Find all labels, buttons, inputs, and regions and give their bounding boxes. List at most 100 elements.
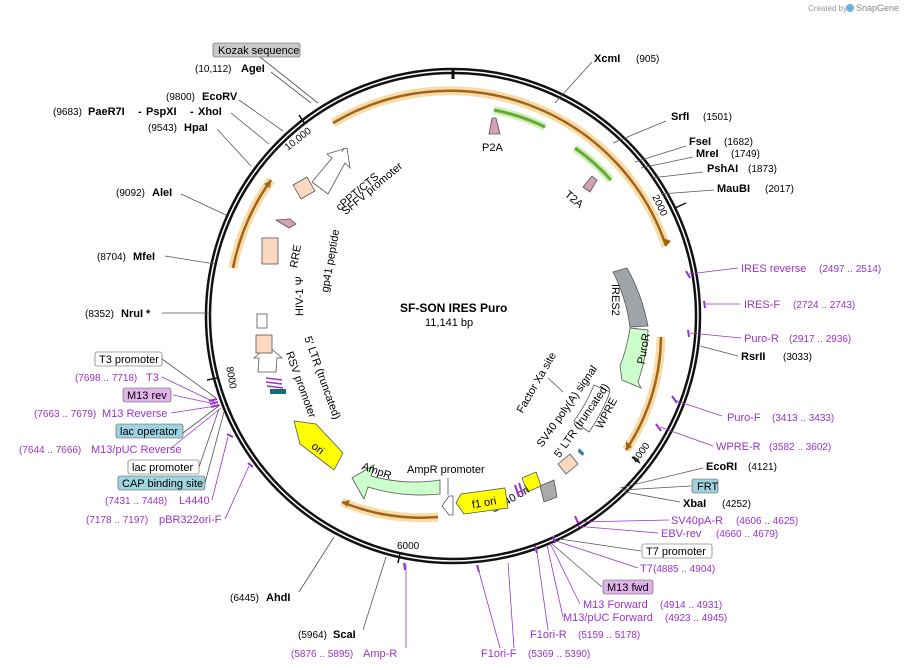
site-mfei[interactable]: MfeI xyxy=(133,251,155,263)
site-pshai[interactable]: PshAI xyxy=(707,163,738,175)
site-nrui-pos: (8352) xyxy=(85,309,114,320)
feature-t2a[interactable]: T2A xyxy=(562,189,586,212)
box-m13-rev[interactable] xyxy=(122,387,172,403)
credit-brand: SnapGene xyxy=(856,3,899,13)
lac-marker xyxy=(270,389,286,394)
snapgene-logo-icon xyxy=(846,4,854,12)
site-ahdi[interactable]: AhdI xyxy=(266,592,290,604)
box-lac-operator[interactable] xyxy=(115,423,184,439)
box-cap-binding[interactable] xyxy=(117,475,206,491)
site-agei[interactable]: AgeI xyxy=(241,63,265,75)
primer-t7[interactable]: T7 xyxy=(640,563,653,575)
primer-ires-f[interactable]: IRES-F xyxy=(744,299,780,311)
box-t7-promoter[interactable] xyxy=(641,543,713,559)
site-ecori-pos: (4121) xyxy=(748,462,777,473)
rre-box[interactable] xyxy=(261,237,279,265)
site-ecori[interactable]: EcoRI xyxy=(706,461,737,473)
gp41-arrow-icon xyxy=(274,218,297,229)
box-lac-promoter[interactable] xyxy=(127,459,200,475)
feature-p2a[interactable]: P2A xyxy=(482,142,503,154)
site-ecorv-pos: (9800) xyxy=(166,92,195,103)
primer-f1ori-f[interactable]: F1ori-F xyxy=(481,648,517,660)
site-nrui[interactable]: NruI * xyxy=(121,308,151,320)
primer-m13-reverse-pos: (7663 .. 7679) xyxy=(34,409,96,420)
orf-arc xyxy=(228,86,671,523)
left-leaders xyxy=(161,358,250,520)
feature-gp41[interactable]: gp41 peptide xyxy=(319,229,342,294)
site-maubi[interactable]: MauBI xyxy=(717,183,750,195)
site-hpai[interactable]: HpaI xyxy=(184,122,208,134)
ires2-segment[interactable] xyxy=(612,267,649,328)
box-kozak[interactable] xyxy=(212,42,301,58)
primer-m13puc-forward[interactable]: M13/pUC Forward xyxy=(563,612,653,624)
site-xhoi-sep: - xyxy=(190,106,194,118)
f1-ori-arrow[interactable] xyxy=(455,487,509,515)
primer-puro-f[interactable]: Puro-F xyxy=(727,412,761,424)
p2a-arrow-icon[interactable] xyxy=(488,117,501,135)
box-t3-promoter-label: T3 promoter xyxy=(99,354,159,366)
feature-ori[interactable]: ori xyxy=(309,440,326,457)
ori-arrow[interactable] xyxy=(293,420,344,471)
primer-puro-r-pos: (2917 .. 2936) xyxy=(789,334,851,345)
feature-hiv-psi[interactable]: HIV-1 Ψ xyxy=(294,276,306,316)
site-alei[interactable]: AleI xyxy=(152,187,172,199)
sv40-ori-segment[interactable] xyxy=(539,479,558,503)
primer-pbr322ori-f[interactable]: pBR322ori-F xyxy=(159,514,222,526)
sv40-small-box xyxy=(521,471,542,493)
feature-rre[interactable]: RRE xyxy=(288,244,304,269)
site-fsei[interactable]: FseI xyxy=(689,136,711,148)
primer-t7-pos: (4885 .. 4904) xyxy=(653,564,715,575)
ltr-right-segment[interactable] xyxy=(557,453,579,475)
primer-ires-reverse[interactable]: IRES reverse xyxy=(741,263,806,275)
box-m13-fwd[interactable] xyxy=(602,579,654,595)
site-xbai[interactable]: XbaI xyxy=(683,498,706,510)
primer-m13-reverse[interactable]: M13 Reverse xyxy=(102,408,167,420)
site-mfei-pos: (8704) xyxy=(97,252,126,263)
ampr-arrow[interactable] xyxy=(351,464,441,500)
feature-factor-xa[interactable]: Factor Xa site xyxy=(515,350,559,415)
box-t7-promoter-label: T7 promoter xyxy=(646,546,706,558)
primer-t3-pos: (7698 .. 7718) xyxy=(75,373,137,384)
feature-f1-ori[interactable]: f1 ori xyxy=(471,495,497,511)
box-frt[interactable] xyxy=(691,478,719,494)
site-pspxi[interactable]: PspXI xyxy=(146,106,177,118)
scale-ticks xyxy=(206,114,687,564)
t2a-arrow-icon[interactable] xyxy=(582,175,598,193)
wpre-segment[interactable] xyxy=(573,384,611,433)
sffv-promoter-arrow[interactable] xyxy=(311,147,351,195)
cppt-box[interactable] xyxy=(292,176,316,200)
site-xhoi[interactable]: XhoI xyxy=(198,106,222,118)
primer-sv40pa-r[interactable]: SV40pA-R xyxy=(671,515,723,527)
primer-f1ori-r[interactable]: F1ori-R xyxy=(530,629,567,641)
sv40pa-marker xyxy=(578,448,584,456)
ampr-promoter-arrow[interactable] xyxy=(441,495,454,516)
feature-ampr-promoter[interactable]: AmpR promoter xyxy=(407,464,485,476)
site-alei-pos: (9092) xyxy=(116,188,145,199)
primer-m13-forward[interactable]: M13 Forward xyxy=(583,599,648,611)
site-ecorv[interactable]: EcoRV xyxy=(202,91,238,103)
box-t3-promoter[interactable] xyxy=(94,351,163,367)
site-xcmi[interactable]: XcmI xyxy=(594,53,620,65)
primer-wpre-r[interactable]: WPRE-R xyxy=(716,441,761,453)
box-lac-promoter-label: lac promoter xyxy=(132,462,193,474)
primer-m13puc-reverse[interactable]: M13/pUC Reverse xyxy=(91,444,181,456)
primer-f1ori-f-pos: (5369 .. 5390) xyxy=(528,649,590,660)
rsv-box xyxy=(255,334,273,354)
primer-t3[interactable]: T3 xyxy=(146,372,159,384)
puror-arrow[interactable] xyxy=(619,327,649,389)
primer-amp-r[interactable]: Amp-R xyxy=(363,648,397,660)
site-rsrii[interactable]: RsrII xyxy=(741,351,765,363)
feature-puror[interactable]: PuroR xyxy=(636,332,653,365)
primer-ebv-rev[interactable]: EBV-rev xyxy=(661,528,702,540)
site-scai[interactable]: ScaI xyxy=(333,629,356,641)
primer-ticks-left xyxy=(208,398,254,468)
site-paer7i[interactable]: PaeR7I xyxy=(88,106,125,118)
feature-sffv[interactable]: SFFV promoter xyxy=(340,160,406,218)
feature-ires2[interactable]: IRES2 xyxy=(609,284,621,316)
site-mrei[interactable]: MreI xyxy=(696,148,719,160)
primer-l4440[interactable]: L4440 xyxy=(179,495,210,507)
site-xbai-pos: (4252) xyxy=(722,499,751,510)
tick-6000: 6000 xyxy=(397,541,420,552)
site-srfi[interactable]: SrfI xyxy=(671,111,689,123)
primer-puro-r[interactable]: Puro-R xyxy=(744,333,779,345)
